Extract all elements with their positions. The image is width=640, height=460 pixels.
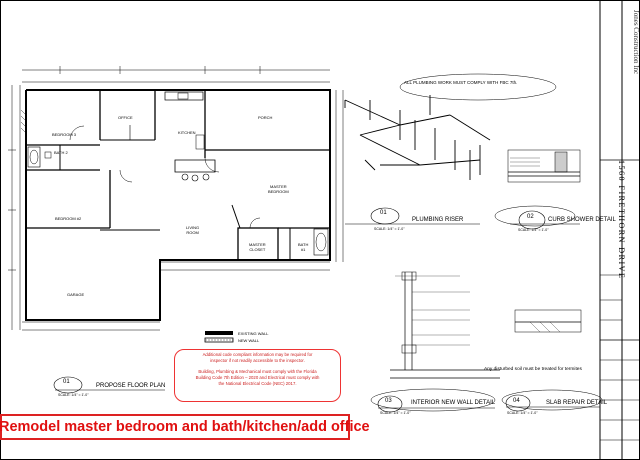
detail-title-slab-repair: SLAB REPAIR DETAIL [546,400,608,406]
interior-wall-detail-drawing [370,271,500,413]
fbc-plumbing-note: ALL PLUMBING WORK MUST COMPLY WITH FBC 7… [404,80,518,85]
room-label-living: LIVING ROOM [186,225,200,235]
code-compliance-note: Additional code compliant information ma… [174,349,341,402]
detail-number-curb-shower: 02 [527,214,534,220]
detail-number-plumbing-riser: 01 [380,210,387,216]
detail-scale-floor-plan: SCALE: 1/4" = 1'-0" [58,393,89,397]
scope-banner-text: Remodel master bedroom and bath/kitchen/… [0,419,370,435]
detail-title-interior-wall: INTERIOR NEW WALL DETAIL [411,400,496,406]
detail-scale-curb-shower: SCALE: 1/4" = 1'-0" [518,228,549,232]
detail-title-floor-plan: PROPOSE FLOOR PLAN [96,383,166,389]
room-label-office: OFFICE [118,115,133,120]
room-label-garage: GARAGE [67,292,85,297]
detail-title-curb-shower: CURB SHOWER DETAIL [548,217,616,223]
room-label-master-closet: MASTER CLOSET [249,242,266,252]
detail-title-plumbing-riser: PLUMBING RISER [412,217,464,223]
room-label-bedroom2: BEDROOM #2 [55,216,82,221]
project-address: 1560 FIRETHORN DRIVE [617,160,626,280]
code-note-line-4: Building Code 7th Edition – 2020 and Ele… [195,375,320,380]
plumbing-riser-drawing [344,73,557,225]
detail-number-floor-plan: 01 [63,379,70,385]
detail-number-interior-wall: 03 [385,398,392,404]
code-note-line-5: the National Electrical Code (NEC) 2017. [218,381,297,386]
floor-plan-title-cap [53,376,165,394]
floor-plan [8,66,344,343]
legend-new-wall: NEW WALL [238,338,260,343]
detail-scale-plumbing-riser: SCALE: 1/4" = 1'-0" [374,227,405,231]
detail-number-slab-repair: 04 [513,398,520,404]
code-note-line-3: Building, Plumbing & Mechanical must com… [198,369,317,374]
contractor-name: Jones Construction Inc [632,10,640,75]
code-note-line-2: inspector if not readily accessible to t… [210,358,305,363]
curb-shower-detail-drawing [494,149,581,230]
room-label-master-bedroom: MASTER BEDROOM [268,184,289,194]
termite-note: Any disturbed soil must be treated for t… [484,367,582,372]
room-label-bedroom3: BEDROOM 3 [52,132,77,137]
room-label-bath2: BATH 2 [54,150,68,155]
code-note-line-1: Additional code compliant information ma… [202,352,313,357]
legend-existing-wall: EXISTING WALL [238,331,269,336]
room-label-porch: PORCH [258,115,273,120]
room-label-bath1: BATH #1 [298,242,309,252]
detail-scale-interior-wall: SCALE: 1/4" = 1'-0" [380,411,411,415]
room-label-kitchen: KITCHEN [178,130,196,135]
slab-repair-detail-drawing [501,309,603,412]
scope-banner: Remodel master bedroom and bath/kitchen/… [0,414,370,440]
detail-scale-slab-repair: SCALE: 1/4" = 1'-0" [507,411,538,415]
